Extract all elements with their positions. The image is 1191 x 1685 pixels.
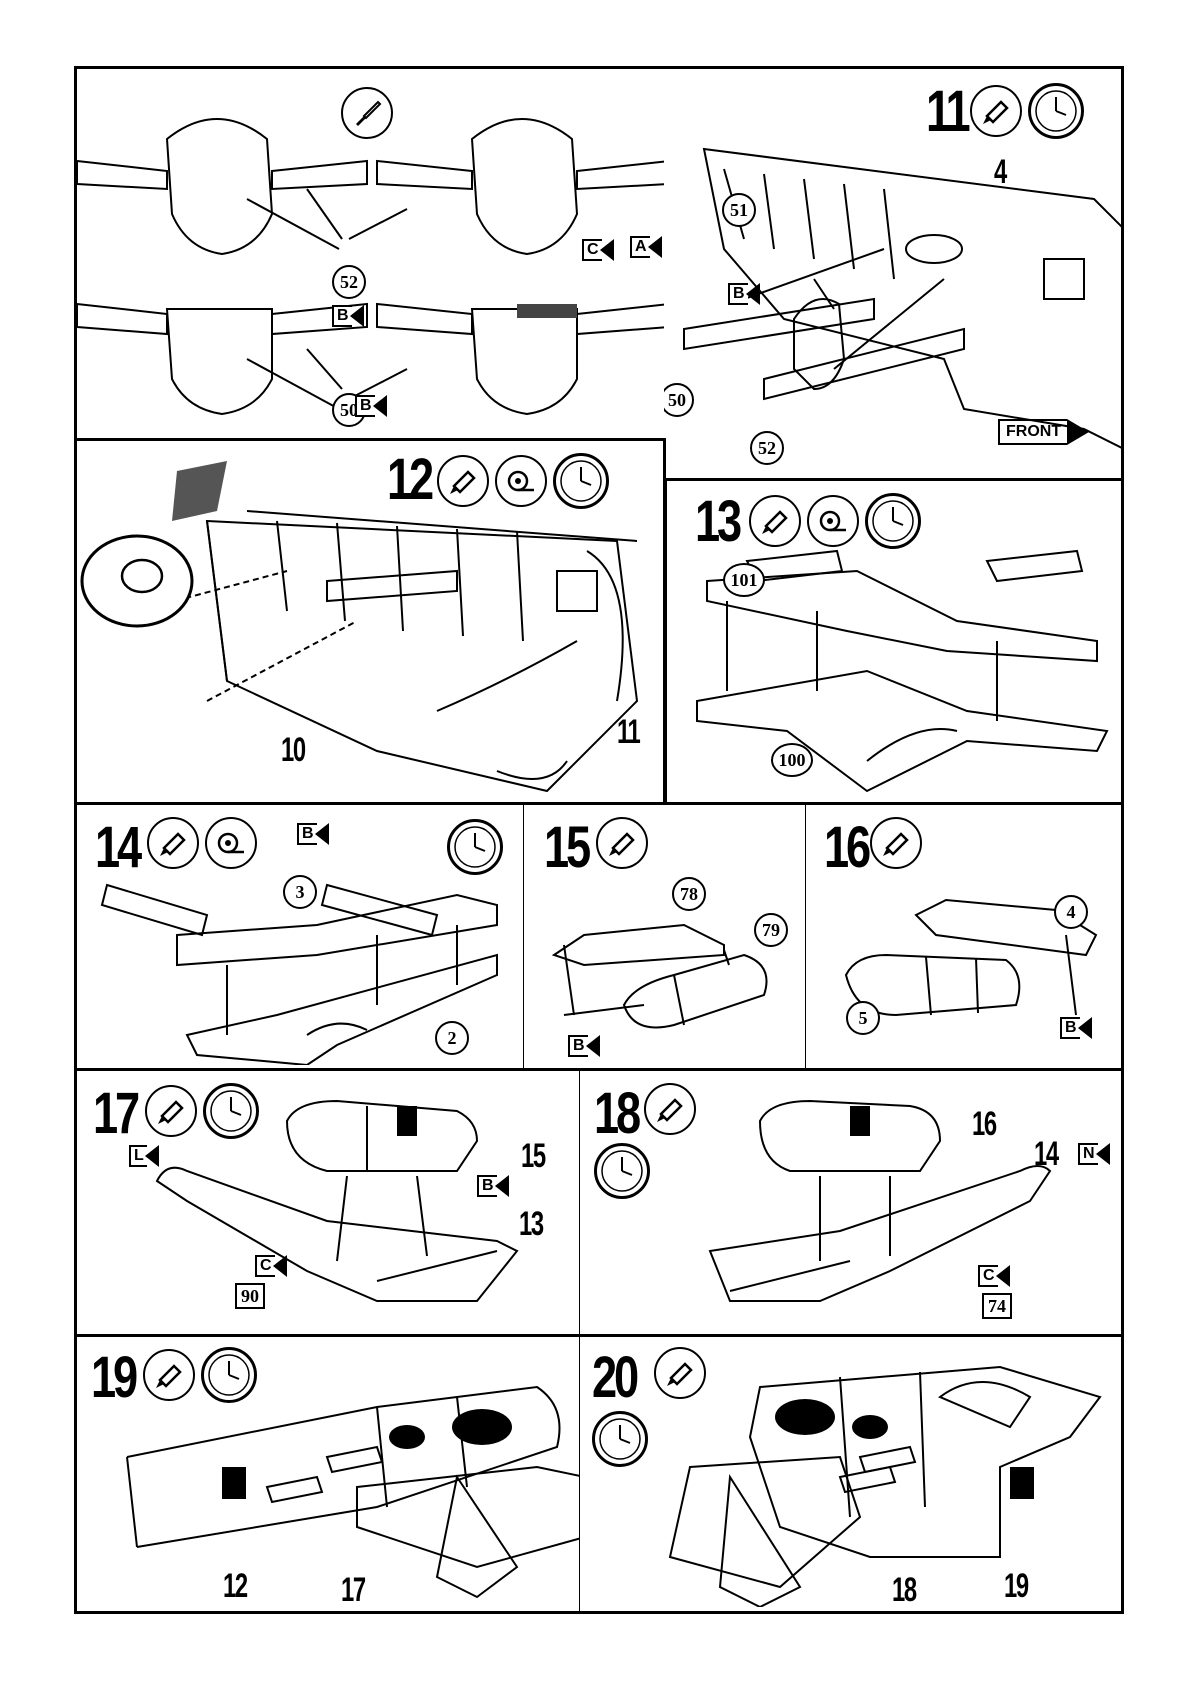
part-14-label: 14: [1034, 1135, 1058, 1174]
part-74-box: 74: [982, 1293, 1012, 1319]
paint-code-B-flag-2: B: [355, 395, 387, 417]
part-2-callout: 2: [435, 1021, 469, 1055]
part-79-callout: 79: [754, 913, 788, 947]
paint-code-B-flag: B: [477, 1175, 509, 1197]
glue-tube-icon: [870, 817, 922, 869]
part-16-label: 16: [972, 1105, 996, 1144]
part-15-label: 15: [521, 1137, 545, 1176]
paint-code-B-flag: B: [728, 283, 760, 305]
tape-icon: [807, 495, 859, 547]
part-5-callout: 5: [846, 1001, 880, 1035]
paint-code-N-flag: N: [1078, 1143, 1110, 1165]
paint-code-B-flag: B: [568, 1035, 600, 1057]
part-12-label: 12: [223, 1567, 247, 1606]
panel-step-14: 14 B 3 2: [74, 802, 526, 1070]
paint-code-B-flag: B: [332, 305, 364, 327]
part-100-callout: 100: [771, 743, 813, 777]
left-wing-engine-illustration: [77, 1091, 582, 1331]
part-51-callout: 51: [722, 193, 756, 227]
tape-icon: [205, 817, 257, 869]
part-17-label: 17: [341, 1571, 365, 1610]
panel-step-20: 20 18 19: [580, 1334, 1124, 1614]
part-101-callout: 101: [723, 563, 765, 597]
panel-step-13: 13 101 100: [664, 478, 1124, 804]
glue-tube-icon: [749, 495, 801, 547]
paint-code-B-flag: B: [1060, 1017, 1092, 1039]
fuselage-halves-illustration: [77, 461, 666, 801]
paint-code-C-flag: C: [978, 1265, 1010, 1287]
tail-wing-illustration: [77, 99, 666, 439]
fuselage-wing-join-illustration: [580, 1357, 1124, 1607]
panel-step-15: 15 78 79 B: [524, 802, 808, 1070]
panel-step-12: 12 10 11: [74, 438, 666, 804]
panel-step-17: 17 L 15 B 13 C 90: [74, 1068, 582, 1336]
panel-step-16: 16 4 5 B: [806, 802, 1124, 1070]
part-78-callout: 78: [672, 877, 706, 911]
part-4-label: 4: [994, 153, 1006, 192]
part-90-box: 90: [235, 1283, 265, 1309]
part-13-label: 13: [519, 1205, 543, 1244]
panel-step-19: 19 12 17: [74, 1334, 582, 1614]
part-52-callout: 52: [332, 265, 366, 299]
panel-step-18: 18 16 14 N C 74: [580, 1068, 1124, 1336]
glue-tube-icon: [596, 817, 648, 869]
paint-code-C-flag: C: [255, 1255, 287, 1277]
part-10-label: 10: [281, 731, 305, 770]
paint-code-B-flag: B: [297, 823, 329, 845]
part-52-callout: 52: [750, 431, 784, 465]
part-3-callout: 3: [283, 875, 317, 909]
part-18-label: 18: [892, 1571, 916, 1610]
panel-paint-step: 52 B 50 C: [74, 66, 666, 440]
part-11-label: 11: [617, 713, 639, 752]
right-wing-engine-illustration: [580, 1091, 1124, 1331]
front-direction-marker: FRONT: [998, 419, 1089, 445]
part-19-label: 19: [1004, 1567, 1028, 1606]
paint-code-A-flag: A: [630, 236, 662, 258]
engine-nacelle-illustration: [524, 865, 808, 1065]
paint-code-L-flag: L: [129, 1145, 159, 1167]
fuselage-wing-join-illustration: [77, 1367, 582, 1607]
part-4-callout: 4: [1054, 895, 1088, 929]
glue-tube-icon: [147, 817, 199, 869]
panel-step-11: 11 4 51 B 50 52 FRONT: [664, 66, 1124, 480]
paint-code-C-flag: C: [582, 239, 614, 261]
